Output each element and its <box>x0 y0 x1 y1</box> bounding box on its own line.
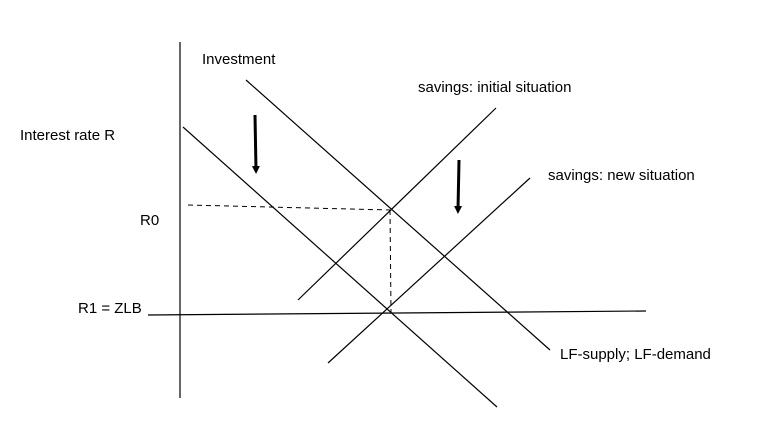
r1-zlb-label: R1 = ZLB <box>78 300 142 317</box>
savings-curve-initial <box>297 107 497 301</box>
savings-initial-label: savings: initial situation <box>418 79 571 96</box>
investment-curve-new <box>182 126 498 408</box>
investment-label: Investment <box>202 51 276 68</box>
savings-curve-new <box>327 177 531 364</box>
investment-curve-initial <box>245 79 551 351</box>
r0-label: R0 <box>140 212 159 229</box>
lf-legend-label: LF-supply; LF-demand <box>560 346 711 363</box>
shift-arrow-left <box>251 114 260 174</box>
equilibrium-dashed-drop <box>389 209 392 313</box>
shift-arrow-right <box>454 159 463 214</box>
r0-dashed-line <box>187 204 391 211</box>
zlb-line <box>147 310 647 316</box>
savings-new-label: savings: new situation <box>548 167 695 184</box>
y-axis-label: Interest rate R <box>20 127 115 144</box>
